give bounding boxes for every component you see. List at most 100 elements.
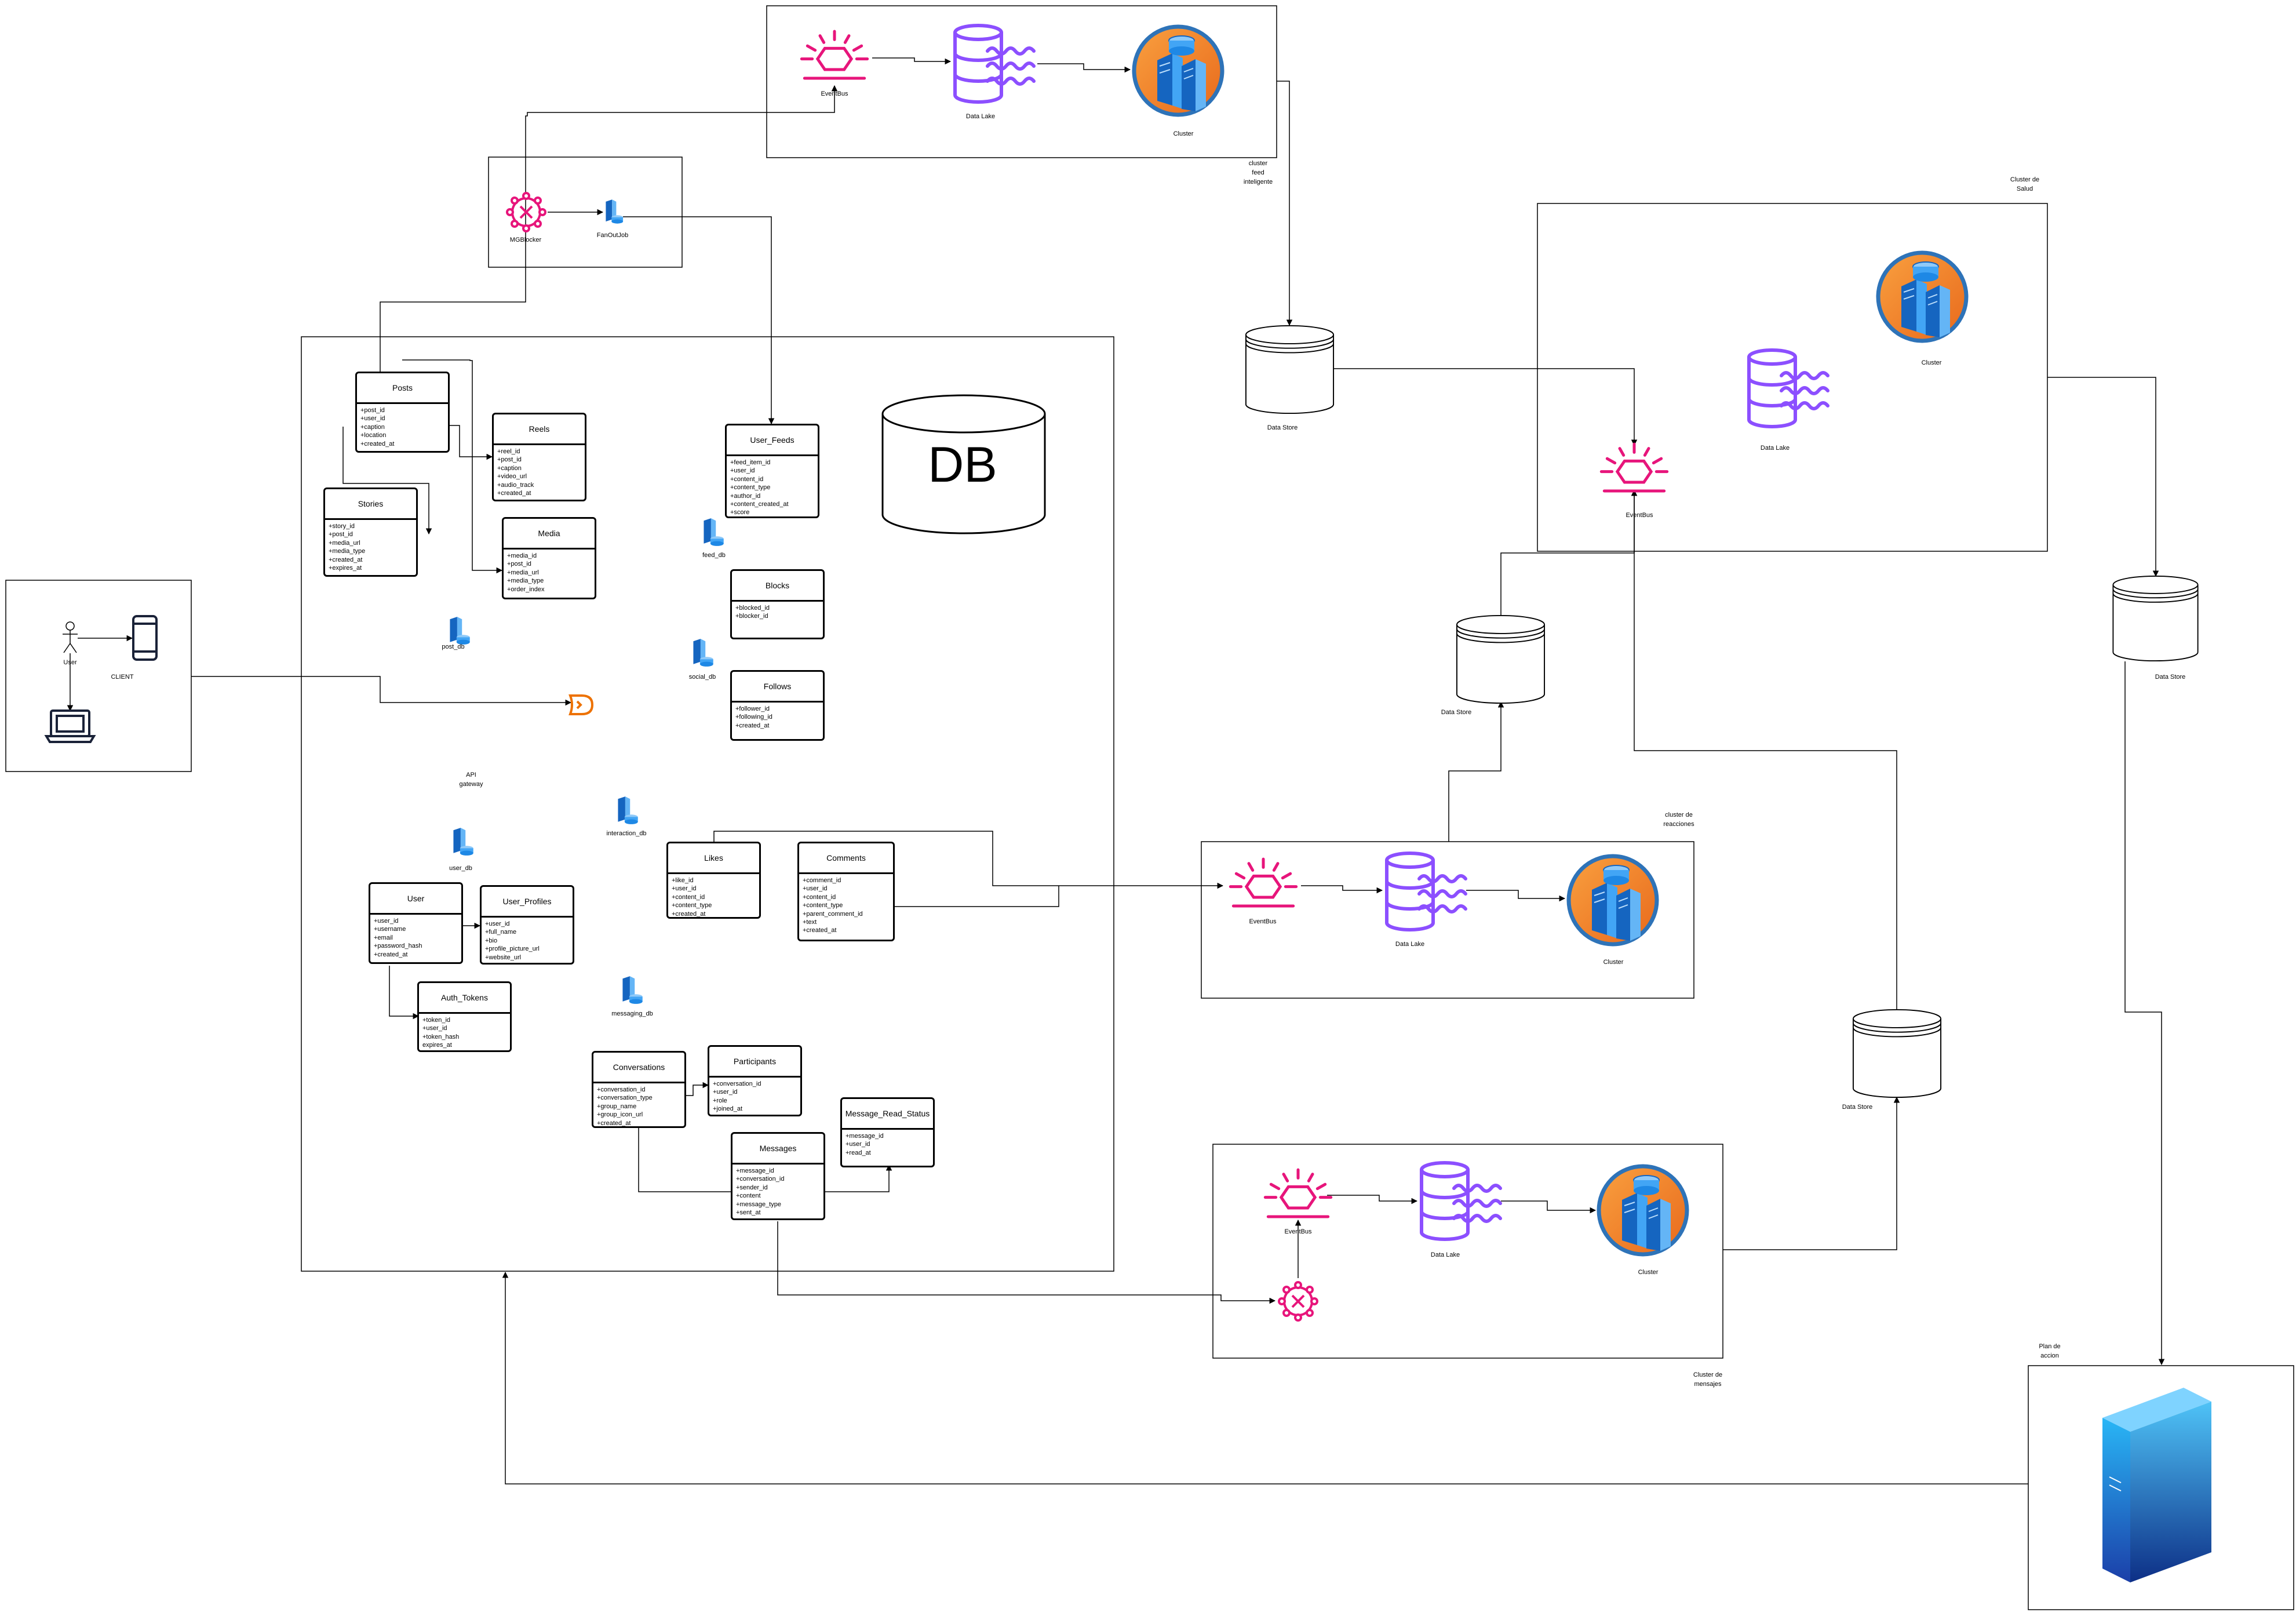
table-field: +score [730, 509, 750, 516]
server-icon [2102, 1388, 2211, 1582]
salud-cluster-label: Cluster [1921, 359, 1942, 366]
table-field: +caption [497, 464, 522, 472]
table-fields: +follower_id+following_id+created_at [732, 703, 823, 732]
user-db-label: user_db [449, 865, 472, 872]
table-field: +created_at [374, 951, 408, 958]
user-actor-label: User [63, 659, 77, 666]
table-title: User [370, 884, 461, 915]
table-title: Likes [668, 843, 759, 874]
table-field: +conversation_type [597, 1094, 653, 1102]
messages-eventbus-label: EventBus [1284, 1228, 1312, 1235]
interaction-db-label: interaction_db [606, 830, 647, 837]
table-field: +password_hash [374, 943, 422, 950]
table-field: +like_id [672, 877, 694, 884]
label-line: Plan de [2039, 1343, 2061, 1350]
table-field: +reel_id [497, 448, 520, 455]
table-field: +message_id [845, 1133, 884, 1140]
interaction-db-icon [618, 796, 638, 824]
table-field: +user_id [422, 1025, 447, 1032]
table-title: Follows [732, 672, 823, 703]
table-comments: Comments +comment_id+user_id+content_id+… [797, 842, 895, 941]
phone-icon [132, 615, 158, 661]
cluster-reacciones-box [1201, 841, 1694, 999]
table-field: +content [736, 1192, 761, 1200]
table-fields: +feed_item_id+user_id+content_id+content… [727, 456, 818, 516]
table-field: +expires_at [329, 564, 362, 572]
table-field: +media_url [329, 539, 360, 547]
label-line: Cluster de [2010, 176, 2040, 183]
table-title: Reels [494, 414, 585, 445]
table-field: +created_at [735, 722, 770, 729]
client-box [5, 580, 192, 772]
label-line: cluster de [1665, 812, 1693, 818]
salud-data-lake-icon [1749, 350, 1828, 427]
table-stories: Stories +story_id+post_id+media_url+medi… [323, 487, 418, 577]
table-field: +token_id [422, 1017, 451, 1024]
table-field: +order_index [507, 585, 545, 593]
table-field: +content_id [730, 475, 764, 483]
table-fields: +reel_id+post_id+caption+video_url+audio… [494, 445, 585, 500]
table-title: Comments [799, 843, 893, 874]
messaging-db-label: messaging_db [611, 1010, 653, 1017]
connectors [67, 57, 2165, 1484]
big-db-label: DB [928, 437, 997, 493]
table-fields: +conversation_id+user_id+role+joined_at [709, 1078, 800, 1115]
table-field: +sender_id [736, 1184, 768, 1191]
table-field: +content_type [730, 484, 771, 492]
table-fields: +post_id+user_id+caption+location+create… [357, 404, 448, 450]
table-field: +username [374, 926, 406, 933]
table-fields: +conversation_id+conversation_type+group… [593, 1083, 684, 1126]
table-title: Participants [709, 1047, 800, 1078]
table-conversations: Conversations +conversation_id+conversat… [592, 1051, 686, 1128]
label-line: accion [2040, 1352, 2059, 1359]
table-field: +media_id [507, 552, 537, 559]
reactions-eventbus-icon [1230, 859, 1296, 906]
table-field: +message_id [736, 1167, 774, 1174]
table-title: Messages [732, 1134, 823, 1165]
salud-eventbus-label: EventBus [1626, 512, 1653, 519]
table-field: +created_at [497, 489, 531, 497]
table-fields: +blocked_id+blocker_id [732, 602, 823, 623]
label-line: cluster [1248, 160, 1268, 167]
table-field: +video_url [497, 473, 527, 481]
table-user: User +user_id+username+email+password_ha… [369, 882, 463, 964]
messages-data-lake-icon [1422, 1163, 1500, 1239]
table-field: +profile_picture_url [485, 945, 540, 953]
table-field: +text [803, 918, 817, 926]
table-title: Posts [357, 373, 448, 404]
table-field: +author_id [730, 492, 761, 500]
mgblocker-label: MGBlocker [509, 236, 542, 243]
table-participants: Participants +conversation_id+user_id+ro… [708, 1045, 802, 1116]
reactions-cluster-label: Cluster [1603, 959, 1624, 966]
table-fields: +message_id+conversation_id+sender_id+co… [732, 1165, 823, 1218]
table-field: +user_id [803, 885, 828, 893]
table-title: User_Feeds [727, 425, 818, 456]
messages-mgblocker-icon [1278, 1281, 1318, 1322]
table-field: +group_name [597, 1102, 637, 1110]
table-title: Stories [325, 489, 416, 520]
user-actor-icon [63, 621, 78, 653]
salud-data-lake-label: Data Lake [1760, 445, 1790, 452]
table-field: +blocker_id [735, 613, 768, 620]
table-field: +user_id [485, 920, 510, 927]
table-blocks: Blocks +blocked_id+blocker_id [730, 569, 825, 639]
table-fields: +message_id+user_id+read_at [842, 1130, 933, 1159]
feed-db-label: feed_db [702, 552, 726, 559]
reactions-cluster-icon [1569, 856, 1657, 944]
table-field: +media_type [507, 577, 544, 585]
laptop-icon [44, 709, 96, 743]
table-auth-tokens: Auth_Tokens +token_id+user_id+token_hash… [417, 981, 512, 1052]
container-boxes [5, 5, 2294, 1610]
table-fields: +story_id+post_id+media_url+media_type+c… [325, 520, 416, 574]
table-title: User_Profiles [482, 887, 573, 918]
data-store-mid-label: Data Store [1441, 709, 1472, 716]
table-messages: Messages +message_id+conversation_id+sen… [731, 1132, 825, 1220]
table-field: +content_created_at [730, 500, 789, 508]
table-fields: +user_id+full_name+bio+profile_picture_u… [482, 918, 573, 963]
table-field: +created_at [329, 556, 363, 563]
reactions-data-lake-icon [1387, 853, 1466, 930]
